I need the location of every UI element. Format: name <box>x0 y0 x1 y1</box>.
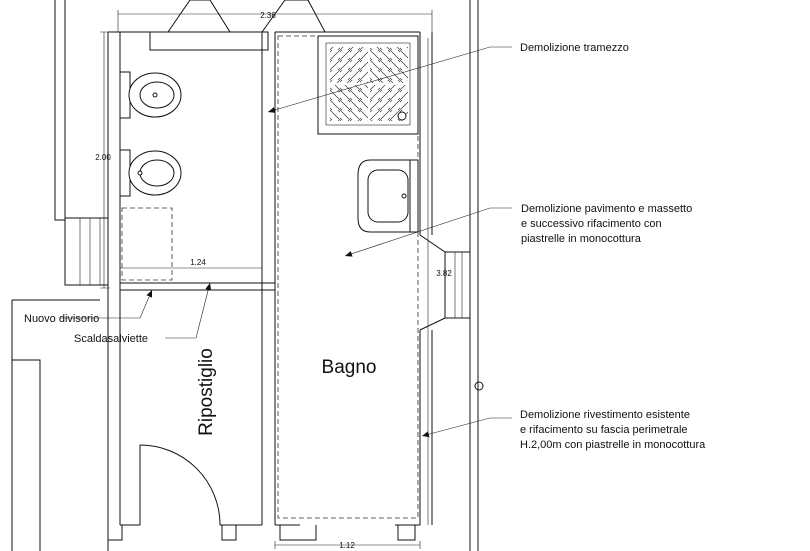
room-label-bagno: Bagno <box>322 357 377 378</box>
note-nuovo-divisorio: Nuovo divisorio <box>24 313 99 325</box>
dim-left-height: 2.00 <box>95 153 111 162</box>
note-rivestimento-line1: Demolizione rivestimento esistente <box>520 409 690 421</box>
outer-walls <box>11 0 479 551</box>
dim-top-width: 2.36 <box>260 11 276 20</box>
bagno-walls <box>275 31 433 541</box>
ripostiglio-walls <box>107 290 276 551</box>
wall-outlet <box>474 381 484 391</box>
shower-tray <box>317 35 419 135</box>
note-pavimento-line2: e successivo rifacimento con <box>521 218 662 230</box>
dim-mid-width: 1.24 <box>190 258 206 267</box>
washbasin <box>357 159 419 233</box>
note-demolizione-tramezzo: Demolizione tramezzo <box>520 42 629 54</box>
left-recess <box>64 217 109 286</box>
ripostiglio-door <box>139 444 221 526</box>
note-scaldasalviette: Scaldasalviette <box>74 333 148 345</box>
note-pavimento-line3: piastrelle in monocottura <box>521 233 642 245</box>
dim-right-height: 3.82 <box>436 269 452 278</box>
annotation-leaders <box>60 46 512 438</box>
demolition-outline <box>121 35 419 519</box>
toilet <box>119 71 182 119</box>
right-opening <box>419 234 470 331</box>
note-rivestimento-line3: H.2,00m con piastrelle in monocottura <box>520 439 706 451</box>
dim-bottom-width: 1.12 <box>339 541 355 550</box>
room-label-ripostiglio: Ripostiglio <box>196 348 217 436</box>
bidet <box>119 149 182 197</box>
dimension-lines <box>100 10 433 549</box>
note-pavimento-line1: Demolizione pavimento e massetto <box>521 203 692 215</box>
note-rivestimento-line2: e rifacimento su fascia perimetrale <box>520 424 688 436</box>
top-wall-details <box>149 0 326 51</box>
